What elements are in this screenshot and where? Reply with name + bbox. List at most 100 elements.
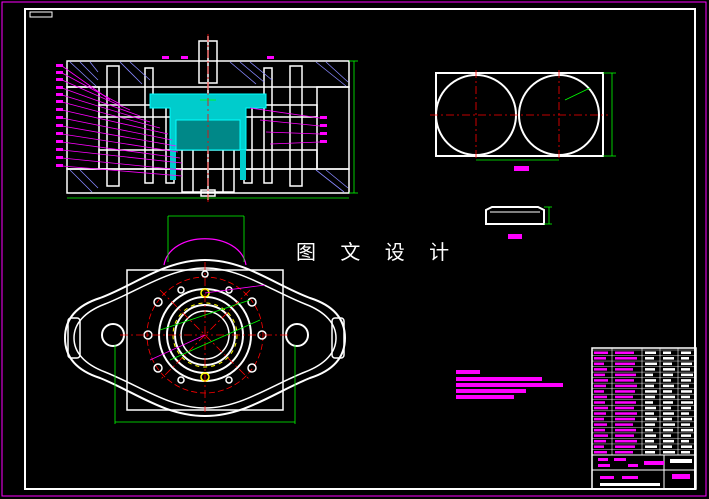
- title-block-cell-mark: [663, 445, 672, 448]
- title-block-cell-mark: [663, 450, 675, 454]
- title-block-cell-mark: [681, 390, 692, 393]
- part-side-view: [485, 206, 552, 225]
- title-block-cell-mark: [594, 428, 605, 432]
- title-block-cell-mark: [681, 434, 691, 437]
- title-block-cell-mark: [645, 412, 654, 415]
- title-block-cell-mark: [681, 379, 691, 382]
- title-block-cell-mark: [594, 351, 608, 355]
- title-block-cell-mark: [615, 351, 634, 355]
- title-block-cell-mark: [681, 351, 691, 355]
- title-block: [591, 347, 697, 490]
- title-block-cell-mark: [663, 417, 672, 421]
- title-block-cell-mark: [615, 401, 636, 404]
- title-block-cell-mark: [594, 450, 607, 454]
- section-leader-lines: [61, 65, 321, 177]
- title-block-cell-mark: [663, 362, 672, 366]
- title-block-cell-mark: [681, 384, 689, 388]
- title-block-cell-mark: [681, 357, 689, 360]
- title-block-cell-mark: [645, 373, 653, 377]
- technical-notes: [456, 370, 563, 399]
- title-block-cell-mark: [663, 395, 675, 399]
- sheet-corner-tag: [29, 11, 53, 18]
- title-block-cell-mark: [594, 439, 606, 443]
- title-block-cell-mark: [594, 406, 608, 410]
- title-block-cell-mark: [594, 384, 606, 388]
- watermark-text: 图 文 设 计: [296, 240, 459, 264]
- title-block-cell-mark: [615, 445, 635, 448]
- section-balloon-marks: [56, 56, 327, 167]
- title-block-cell-mark: [645, 384, 654, 388]
- title-block-cell-mark: [681, 428, 693, 432]
- title-block-cell-mark: [615, 412, 637, 415]
- title-block-bottom: [598, 458, 692, 486]
- title-block-cell-mark: [681, 368, 690, 371]
- title-block-cell-mark: [594, 434, 608, 437]
- title-block-cell-mark: [663, 368, 675, 371]
- title-block-cell-mark: [645, 357, 654, 360]
- title-block-cell-mark: [663, 357, 674, 360]
- title-block-cell-mark: [594, 357, 606, 360]
- title-block-cell-mark: [663, 434, 671, 437]
- title-block-cell-mark: [615, 390, 635, 393]
- title-block-cell-mark: [615, 450, 633, 454]
- part-top-view-label: [514, 166, 529, 171]
- title-block-cell-mark: [645, 423, 655, 426]
- title-block-cell-mark: [681, 401, 693, 404]
- title-block-cell-mark: [663, 373, 673, 377]
- title-block-cell-mark: [663, 351, 671, 355]
- title-block-cell-mark: [645, 379, 656, 382]
- title-block-cell-mark: [594, 423, 607, 426]
- title-block-cell-mark: [645, 406, 656, 410]
- title-block-cell-mark: [615, 428, 636, 432]
- title-block-cell-mark: [594, 412, 606, 415]
- title-block-cell-mark: [615, 434, 634, 437]
- plan-dimensions: [114, 215, 296, 424]
- title-block-cell-mark: [615, 384, 637, 388]
- title-block-cell-mark: [681, 406, 691, 410]
- title-block-cell-mark: [681, 395, 690, 399]
- part-top-view: [430, 70, 616, 161]
- title-block-cell-mark: [615, 362, 635, 366]
- title-block-cell-mark: [594, 362, 604, 366]
- title-block-cell-mark: [645, 428, 653, 432]
- title-block-cell-mark: [615, 395, 633, 399]
- title-block-cell-mark: [663, 401, 673, 404]
- title-block-cell-mark: [615, 357, 637, 360]
- title-block-cell-mark: [645, 401, 653, 404]
- title-block-cell-mark: [681, 373, 693, 377]
- title-block-cell-mark: [594, 368, 607, 371]
- title-block-cell-mark: [594, 379, 608, 382]
- title-block-cell-mark: [594, 373, 605, 377]
- title-block-cell-mark: [681, 362, 692, 366]
- title-block-cell-mark: [681, 445, 692, 448]
- title-block-cell-mark: [645, 450, 655, 454]
- title-block-text-marks: [594, 351, 693, 454]
- title-block-cell-mark: [645, 368, 655, 371]
- plan-leader-lines: [149, 284, 266, 361]
- title-block-cell-mark: [663, 412, 674, 415]
- title-block-cell-mark: [645, 445, 657, 448]
- title-block-rows: [592, 349, 696, 456]
- title-block-cell-mark: [663, 384, 674, 388]
- title-block-cell-mark: [645, 362, 657, 366]
- title-block-cell-mark: [681, 423, 690, 426]
- title-block-cell-mark: [645, 390, 657, 393]
- title-block-cell-mark: [663, 406, 671, 410]
- sheet-inner-border: [24, 8, 696, 490]
- title-block-cell-mark: [663, 423, 675, 426]
- title-block-cell-mark: [645, 439, 654, 443]
- title-block-cell-mark: [645, 395, 655, 399]
- title-block-cell-mark: [615, 423, 633, 426]
- title-block-cell-mark: [663, 428, 673, 432]
- title-block-cell-mark: [663, 390, 672, 393]
- title-block-cell-mark: [645, 351, 656, 355]
- title-block-cell-mark: [615, 439, 637, 443]
- title-block-cell-mark: [681, 439, 689, 443]
- title-block-cell-mark: [681, 450, 690, 454]
- title-block-cell-mark: [615, 406, 634, 410]
- part-side-view-label: [508, 234, 522, 239]
- title-block-cell-mark: [615, 417, 635, 421]
- title-block-cell-mark: [615, 379, 634, 382]
